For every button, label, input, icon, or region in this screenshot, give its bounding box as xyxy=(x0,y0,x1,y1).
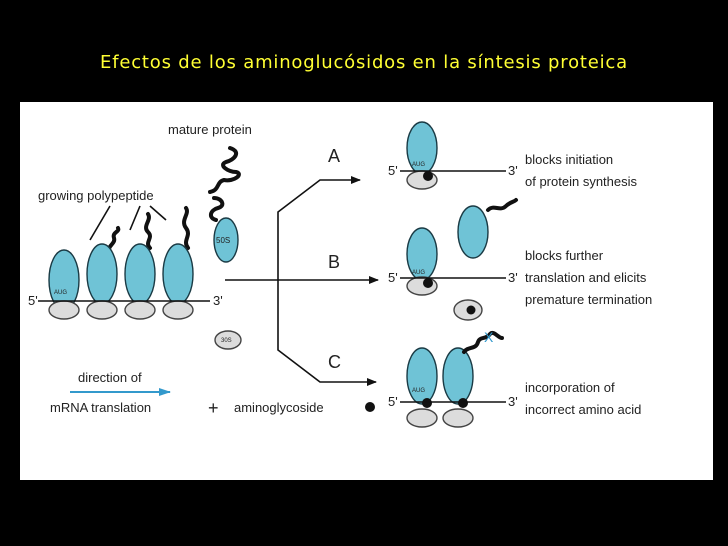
outcome-c-line1: incorporation of xyxy=(525,380,615,395)
pointer-line xyxy=(89,205,111,241)
small-subunit xyxy=(48,300,80,320)
path-c-label: C xyxy=(328,352,341,372)
direction-label: direction of xyxy=(78,370,142,385)
three-prime-label: 3' xyxy=(508,270,518,285)
pointer-line xyxy=(149,205,167,221)
large-subunit xyxy=(406,347,438,405)
aminoglycoside-label: aminoglycoside xyxy=(234,400,324,415)
plus-sign: + xyxy=(208,398,219,418)
outcome-a-line2: of protein synthesis xyxy=(525,174,638,189)
outcome-b-line2: translation and elicits xyxy=(525,270,647,285)
aminoglycoside-dot xyxy=(365,402,375,412)
path-b-label: B xyxy=(328,252,340,272)
path-a-label: A xyxy=(328,146,340,166)
large-subunit xyxy=(442,347,474,405)
bound-aminoglycoside xyxy=(466,305,476,315)
diagram-panel: mature protein growing polypeptide AUG 5… xyxy=(20,102,713,480)
bound-aminoglycoside xyxy=(422,398,432,408)
direction-label: mRNA translation xyxy=(50,400,151,415)
outcome-a-line1: blocks initiation xyxy=(525,152,613,167)
small-subunit xyxy=(406,276,438,296)
three-prime-label: 3' xyxy=(508,394,518,409)
mature-protein-chain xyxy=(208,146,241,194)
outcome-b-line3: premature termination xyxy=(525,292,652,307)
free-50s-subunit xyxy=(213,217,239,263)
released-large-subunit xyxy=(457,205,489,259)
three-prime-label: 3' xyxy=(213,293,223,308)
small-subunit xyxy=(442,408,474,428)
aminoglycoside-diagram: mature protein growing polypeptide AUG 5… xyxy=(28,121,652,428)
free-30s-subunit xyxy=(214,330,242,350)
mature-protein-label: mature protein xyxy=(168,122,252,137)
outcome-b-line1: blocks further xyxy=(525,248,604,263)
pointer-line xyxy=(129,205,141,231)
large-subunit xyxy=(124,243,156,305)
bound-aminoglycoside xyxy=(423,171,433,181)
small-subunit xyxy=(162,300,194,320)
growing-polypeptide-label: growing polypeptide xyxy=(38,188,154,203)
five-prime-label: 5' xyxy=(388,394,398,409)
truncated-protein xyxy=(486,198,518,212)
aug-codon: AUG xyxy=(412,162,425,168)
x-mark-icon: X xyxy=(484,329,494,345)
outcome-c-line2: incorrect amino acid xyxy=(525,402,641,417)
aug-codon: AUG xyxy=(412,388,425,394)
bound-aminoglycoside xyxy=(458,398,468,408)
small-subunit xyxy=(86,300,118,320)
aug-codon: AUG xyxy=(412,270,425,276)
three-prime-label: 3' xyxy=(508,163,518,178)
aug-codon: AUG xyxy=(54,290,67,296)
five-prime-label: 5' xyxy=(388,270,398,285)
growing-chain xyxy=(209,196,225,222)
small-subunit xyxy=(406,408,438,428)
arrow-c xyxy=(277,290,377,386)
50s-label: 50S xyxy=(216,236,230,245)
five-prime-label: 5' xyxy=(28,293,38,308)
slide-title: Efectos de los aminoglucósidos en la sín… xyxy=(100,52,628,73)
bound-aminoglycoside xyxy=(423,278,433,288)
small-subunit xyxy=(406,170,438,190)
five-prime-label: 5' xyxy=(388,163,398,178)
large-subunit xyxy=(86,243,118,305)
growing-chain xyxy=(182,206,190,250)
large-subunit xyxy=(162,243,194,305)
faulty-protein-chain xyxy=(462,330,504,354)
arrow-a xyxy=(277,176,361,290)
small-subunit xyxy=(124,300,156,320)
growing-chain xyxy=(144,212,152,250)
30s-label: 30S xyxy=(221,338,232,344)
